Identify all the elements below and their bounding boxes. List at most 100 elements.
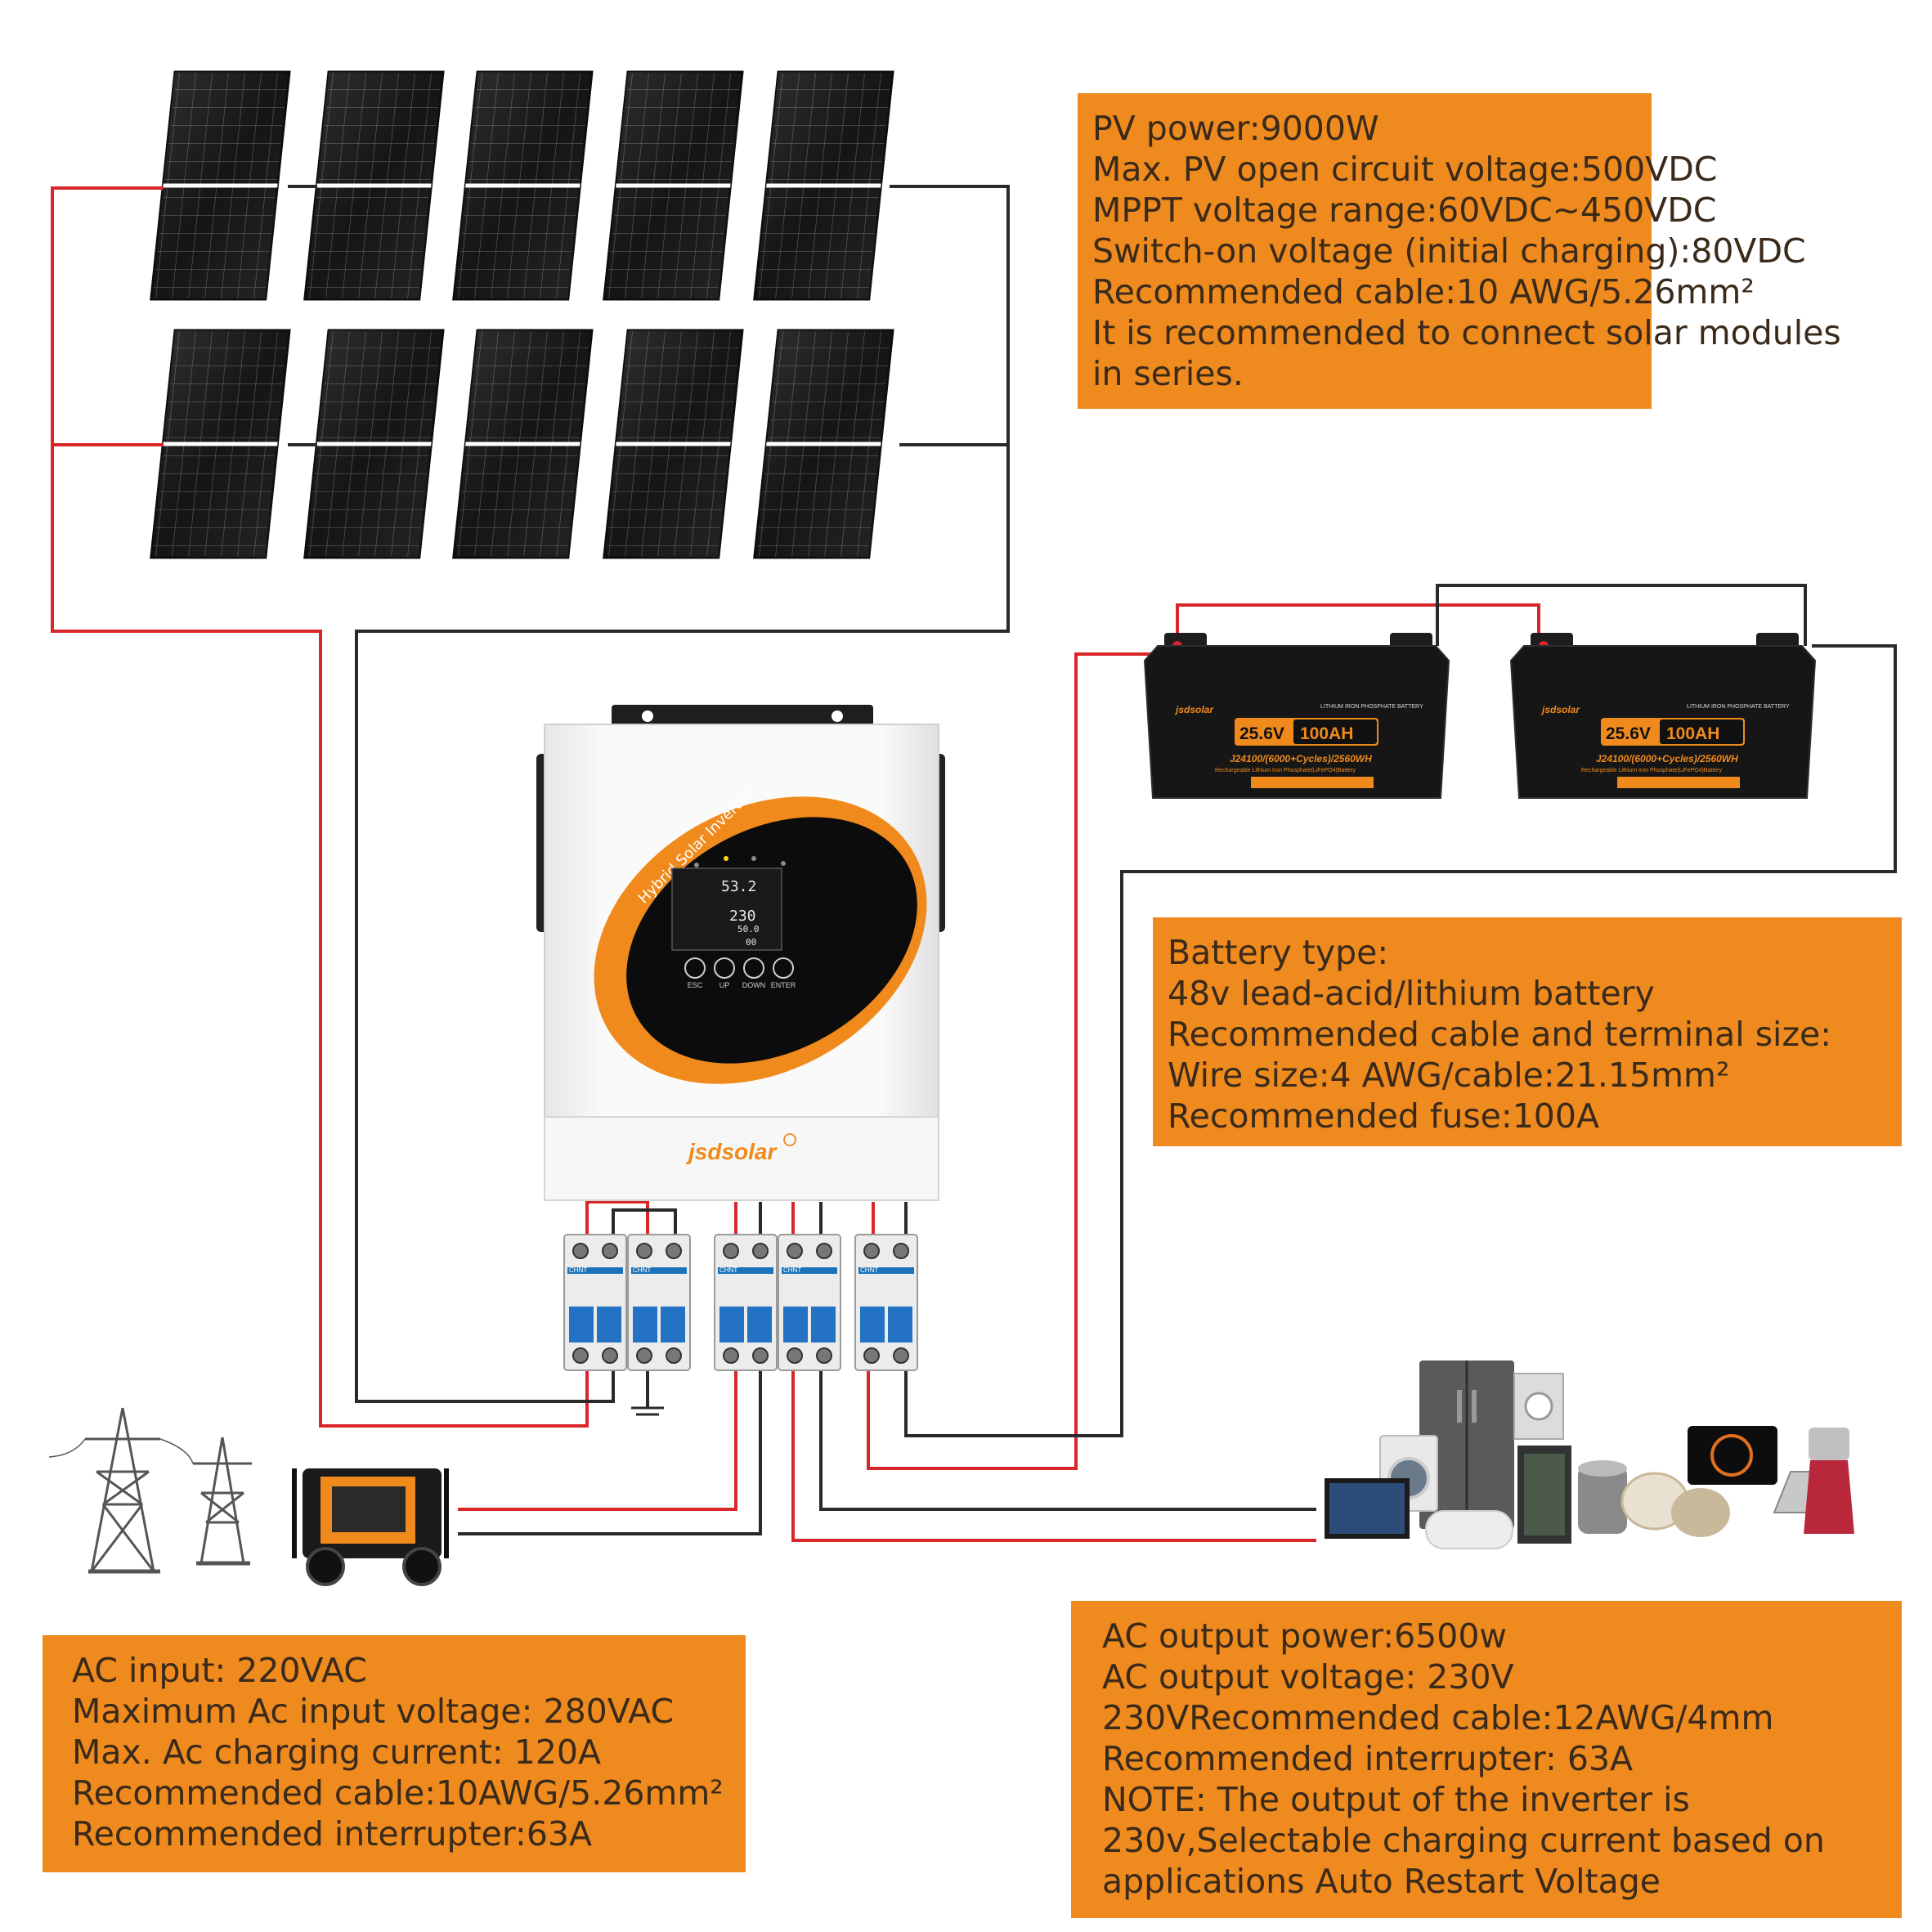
solar-panel	[603, 70, 744, 301]
ac-input-specs-box: AC input: 220VAC Maximum Ac input voltag…	[43, 1635, 746, 1872]
solar-panel-array	[150, 70, 894, 559]
lcd-top-reading: 53.2	[721, 878, 756, 895]
battery-brand: jsdsolar	[1540, 704, 1580, 715]
spec-line: Recommended interrupter: 63A	[1102, 1739, 1634, 1778]
inverter-button-label: ENTER	[771, 981, 796, 989]
status-indicators	[694, 856, 786, 867]
battery-capacity: 100AH	[1666, 724, 1719, 743]
spec-line: AC output power:6500w	[1102, 1616, 1507, 1656]
inverter-button-up[interactable]: UP	[714, 957, 735, 989]
ac-output-specs-box: AC output power:6500w AC output voltage:…	[1071, 1601, 1902, 1918]
breaker-brand: CHNT	[783, 1266, 801, 1274]
breaker-brand: CHNT	[860, 1266, 878, 1274]
breaker-brand: CHNT	[633, 1266, 651, 1274]
spec-line: MPPT voltage range:60VDC~450VDC	[1092, 191, 1717, 230]
breaker-brand: CHNT	[719, 1266, 737, 1274]
spec-line: NOTE: The output of the inverter is	[1102, 1780, 1690, 1819]
solar-panel	[452, 70, 594, 301]
mounting-bracket	[612, 705, 873, 728]
batteries: jsdsolar LITHIUM IRON PHOSPHATE BATTERY 25…	[1143, 633, 1817, 799]
spec-line: It is recommended to connect solar modul…	[1092, 313, 1841, 352]
solar-panel	[150, 70, 291, 301]
lcd-mid-reading: 230	[729, 908, 756, 925]
spec-line: Wire size:4 AWG/cable:21.15mm²	[1168, 1056, 1730, 1095]
breaker-brand: CHNT	[569, 1266, 587, 1274]
battery-link-red	[1176, 603, 1540, 646]
inverter-button-down[interactable]: DOWN	[742, 957, 766, 989]
inverter-bottom-panel	[544, 1116, 939, 1201]
inverter-button-label: UP	[719, 981, 730, 989]
inverter-button-esc[interactable]: ESC	[684, 957, 706, 989]
diesel-generator-icon	[292, 1468, 449, 1586]
circuit-breaker[interactable]: CHNT	[778, 1234, 841, 1371]
spec-line: 48v lead-acid/lithium battery	[1168, 974, 1655, 1013]
spec-line: Recommended cable:10AWG/5.26mm²	[72, 1773, 724, 1813]
spec-line: Recommended fuse:100A	[1168, 1096, 1600, 1136]
spec-line: 230VRecommended cable:12AWG/4mm	[1102, 1698, 1774, 1737]
inverter-button-enter[interactable]: ENTER	[771, 957, 796, 989]
spec-line: Recommended interrupter:63A	[72, 1814, 593, 1854]
power-grid-tower-icon	[48, 1407, 252, 1574]
solar-panel	[753, 70, 894, 301]
inverter-buttons: ESC UP DOWN ENTER	[684, 957, 796, 989]
inverter-button-label: DOWN	[742, 981, 766, 989]
battery-model: J24100/(6000+Cycles)/2560WH	[1596, 753, 1738, 764]
battery-type-label: LITHIUM IRON PHOSPHATE BATTERY	[1687, 704, 1790, 710]
circuit-breakers: CHNT CHNT CHNT CHNT CHNT	[563, 1234, 918, 1416]
ac-output-neutral-wire	[819, 1370, 1316, 1511]
wiring	[51, 185, 1897, 1542]
spec-line: AC output voltage: 230V	[1102, 1657, 1514, 1697]
spec-line: Recommended cable and terminal size:	[1168, 1015, 1832, 1054]
solar-panel	[150, 329, 291, 559]
circuit-breaker[interactable]: CHNT	[627, 1234, 691, 1371]
hybrid-inverter: Hybrid Solar Inverter 53.2 230 50.0 00 E…	[536, 705, 945, 1201]
pv-positive-wire	[51, 186, 589, 1428]
spec-line: 230v,Selectable charging current based o…	[1102, 1821, 1825, 1860]
ac-output-live-wire	[791, 1370, 1316, 1542]
lcd-mid-sub: 50.0	[737, 924, 760, 935]
circuit-breaker[interactable]: CHNT	[714, 1234, 778, 1371]
breaker-link-red	[585, 1200, 649, 1235]
circuit-breaker[interactable]: CHNT	[563, 1234, 627, 1371]
spec-line: Battery type:	[1168, 933, 1389, 972]
solar-panel	[303, 329, 445, 559]
pv-negative-wire	[355, 185, 1010, 1403]
lcd-screen	[671, 867, 782, 951]
solar-panel	[603, 329, 744, 559]
lithium-battery: jsdsolar LITHIUM IRON PHOSPHATE BATTERY 25…	[1143, 633, 1450, 799]
battery-voltage: 25.6V	[1606, 724, 1651, 743]
spec-line: applications Auto Restart Voltage	[1102, 1862, 1661, 1901]
spec-line: Recommended cable:10 AWG/5.26mm²	[1092, 272, 1755, 312]
battery-type-label: LITHIUM IRON PHOSPHATE BATTERY	[1320, 704, 1423, 710]
battery-capacity: 100AH	[1300, 724, 1353, 743]
battery-description: Rechargeable Lithium Iron Phosphate(LiFe…	[1215, 768, 1356, 773]
spec-line: Maximum Ac input voltage: 280VAC	[72, 1692, 675, 1731]
lcd-bottom-reading: 00	[746, 937, 756, 948]
ac-input-neutral-wire	[458, 1370, 762, 1535]
spec-line: Max. Ac charging current: 120A	[72, 1733, 602, 1772]
battery-description: Rechargeable Lithium Iron Phosphate(LiFe…	[1581, 768, 1722, 773]
lithium-battery: jsdsolar LITHIUM IRON PHOSPHATE BATTERY 25…	[1509, 633, 1817, 799]
inverter-brand: jsdsolar	[685, 1139, 778, 1164]
solar-panel	[753, 329, 894, 559]
spec-line: AC input: 220VAC	[72, 1651, 367, 1690]
battery-link-black	[1436, 584, 1807, 646]
battery-brand: jsdsolar	[1174, 704, 1214, 715]
spec-line: Max. PV open circuit voltage:500VDC	[1092, 150, 1718, 189]
battery-positive-wire	[867, 652, 1177, 1470]
battery-model: J24100/(6000+Cycles)/2560WH	[1230, 753, 1372, 764]
circuit-breaker[interactable]: CHNT	[854, 1234, 918, 1371]
spec-line: PV power:9000W	[1092, 109, 1379, 148]
home-appliances-icon	[1325, 1360, 1854, 1549]
battery-voltage: 25.6V	[1239, 724, 1284, 743]
solar-panel	[303, 70, 445, 301]
breaker-link-black	[612, 1208, 677, 1235]
spec-line: in series.	[1092, 354, 1244, 393]
spec-line: Switch-on voltage (initial charging):80V…	[1092, 231, 1806, 271]
inverter-button-label: ESC	[688, 981, 703, 989]
pv-specs-box: PV power:9000W Max. PV open circuit volt…	[1078, 93, 1841, 409]
solar-panel	[452, 329, 594, 559]
battery-negative-wire	[904, 644, 1897, 1437]
battery-specs-box: Battery type: 48v lead-acid/lithium batt…	[1153, 917, 1902, 1146]
